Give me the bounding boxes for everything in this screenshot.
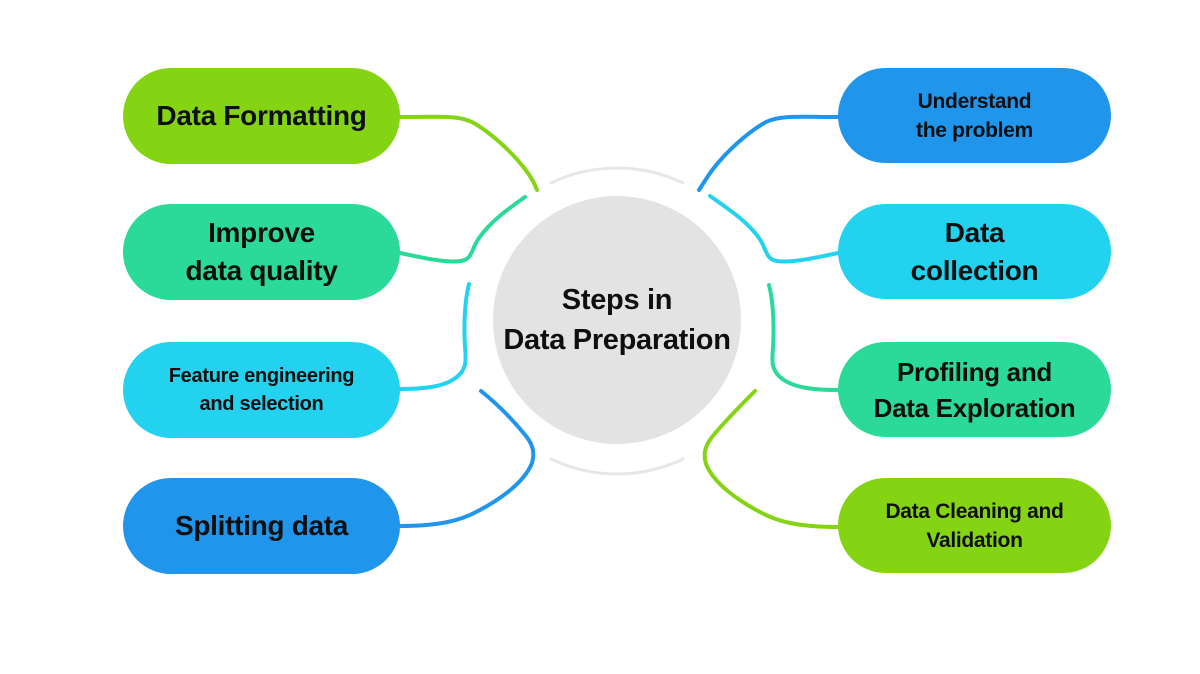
connector-data-cleaning-and-validation <box>702 389 840 529</box>
node-label: Feature engineering <box>168 365 355 387</box>
node-label: Data Formatting <box>156 100 367 131</box>
node-label: Data <box>944 216 1005 248</box>
node-label: Data Exploration <box>873 392 1076 423</box>
node-label: Profiling and <box>897 356 1052 387</box>
node-data-formatting: Data Formatting <box>123 68 400 164</box>
node-label: and selection <box>199 393 324 415</box>
node-improve-data-quality: Improve data quality <box>123 204 400 300</box>
node-data-collection: Data collection <box>838 204 1111 299</box>
node-label: Splitting data <box>174 510 349 541</box>
node-label: Understand <box>917 89 1032 113</box>
diagram-title: Steps in Data Preparation <box>503 280 731 360</box>
connector-splitting-data <box>398 389 536 528</box>
node-splitting-data: Splitting data <box>123 478 400 574</box>
node-label: collection <box>910 254 1039 286</box>
node-profiling-and-data-exploration: Profiling and Data Exploration <box>838 342 1111 437</box>
ring-arc-top <box>549 166 685 185</box>
connector-data-collection <box>708 194 840 264</box>
ring-arc-bottom <box>549 457 685 476</box>
connector-feature-engineering-and-selection <box>398 282 471 391</box>
connector-data-formatting <box>398 114 539 192</box>
node-label: Improve <box>208 217 315 248</box>
node-data-cleaning-and-validation: Data Cleaning and Validation <box>838 478 1111 573</box>
connector-profiling-and-data-exploration <box>767 283 840 392</box>
diagram-title-line2: Data Preparation <box>503 324 731 356</box>
connector-improve-data-quality <box>398 195 527 264</box>
node-label: Validation <box>926 528 1023 552</box>
center-node: Steps in Data Preparation <box>493 196 741 444</box>
node-label: data quality <box>185 255 338 286</box>
node-label: Data Cleaning and <box>885 499 1064 523</box>
node-feature-engineering-and-selection: Feature engineering and selection <box>123 342 400 438</box>
node-label: the problem <box>916 118 1033 142</box>
connector-understand-the-problem <box>697 114 840 192</box>
node-understand-the-problem: Understand the problem <box>838 68 1111 163</box>
diagram-title-line1: Steps in <box>561 284 673 316</box>
